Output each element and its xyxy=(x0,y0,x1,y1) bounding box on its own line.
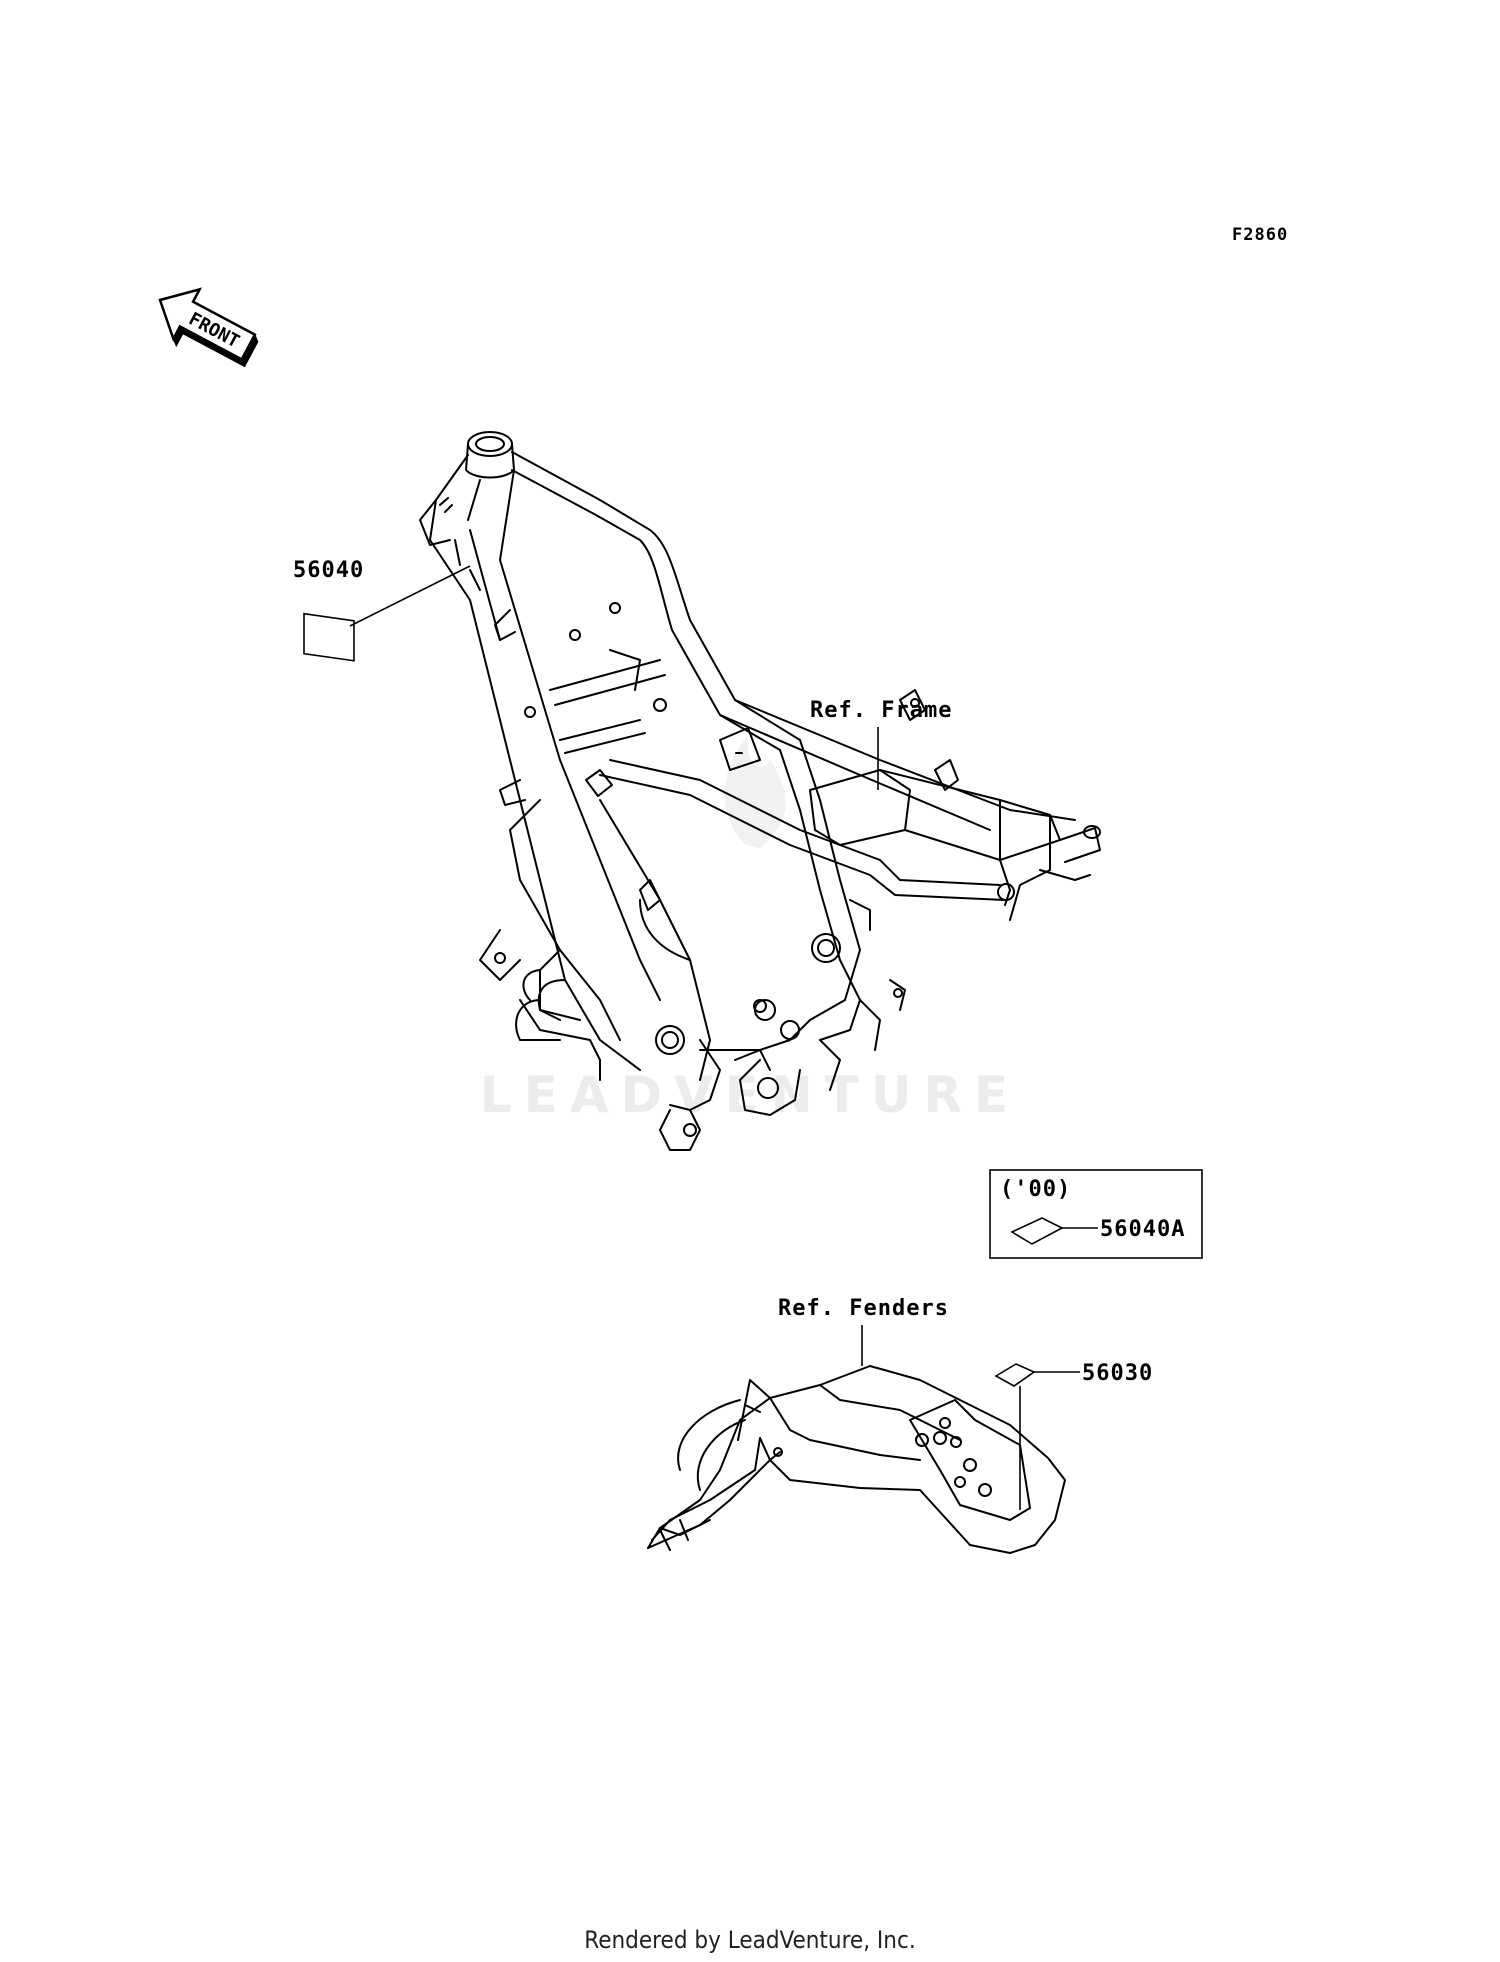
note-condition: ('00) xyxy=(1000,1177,1071,1202)
callout-ref-frame: Ref. Frame xyxy=(810,698,952,790)
watermark: LEADVENTURE xyxy=(480,735,1020,1124)
fender-drawing xyxy=(647,1365,1066,1554)
front-arrow-icon: FRONT xyxy=(158,287,259,368)
footer-credit: Rendered by LeadVenture, Inc. xyxy=(584,1926,915,1954)
callout-56040: 56040 xyxy=(293,558,471,662)
part-number-56040[interactable]: 56040 xyxy=(293,558,364,583)
part-number-56030[interactable]: 56030 xyxy=(1082,1361,1153,1386)
watermark-flame-icon xyxy=(724,735,786,848)
label-decal-56040 xyxy=(303,612,355,662)
callout-ref-fenders: Ref. Fenders xyxy=(778,1296,949,1366)
label-decal-56030-icon xyxy=(994,1363,1036,1387)
ref-frame-label[interactable]: Ref. Frame xyxy=(810,698,952,723)
leader-line xyxy=(349,565,471,627)
frame-drawing xyxy=(419,431,1101,1151)
note-box: ('00) 56040A xyxy=(989,1169,1203,1259)
watermark-text: LEADVENTURE xyxy=(480,1066,1020,1124)
diagram-code: F2860 xyxy=(1232,225,1288,245)
ref-fenders-label[interactable]: Ref. Fenders xyxy=(778,1296,949,1321)
callout-56030: 56030 xyxy=(994,1361,1153,1510)
part-number-56040a[interactable]: 56040A xyxy=(1100,1217,1185,1242)
